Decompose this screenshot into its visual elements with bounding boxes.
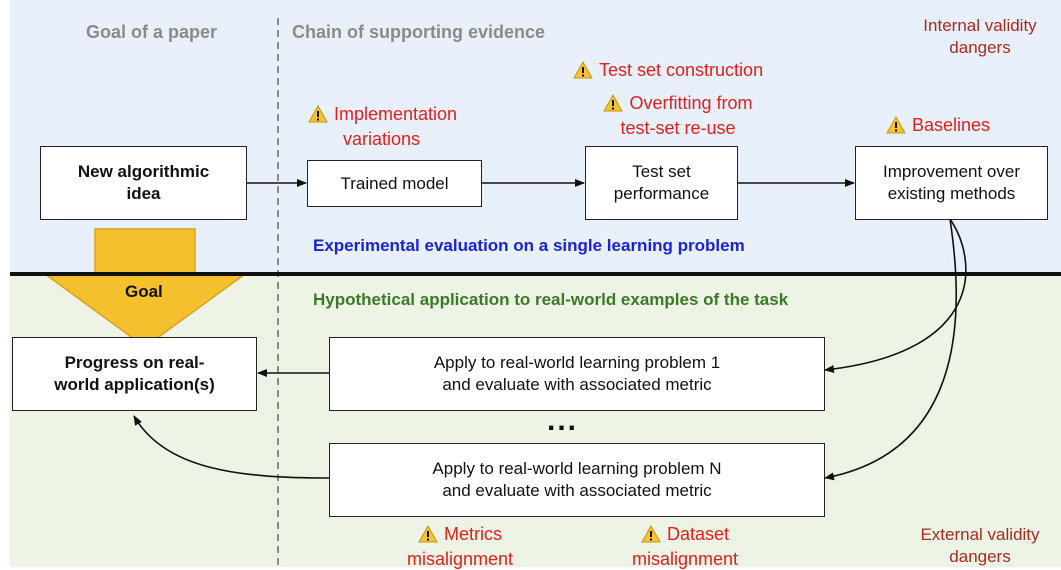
overfitting-danger: Overfitting from test-set re-use [588, 92, 768, 139]
warning-icon [308, 104, 328, 128]
warning-icon [603, 93, 624, 117]
top-region-background [10, 0, 1061, 273]
arrow-applyN-to-progress [133, 415, 330, 479]
test-set-danger: Test set construction [573, 59, 763, 84]
region-separator [10, 272, 1061, 276]
warning-icon [886, 115, 906, 139]
goal-arrow-label: Goal [125, 282, 163, 301]
ellipsis: ... [547, 404, 579, 437]
trained-model-box: Trained model [307, 160, 482, 207]
arrow-improvement-to-applyN [824, 218, 958, 481]
dataset-danger: Dataset misalignment [631, 524, 739, 569]
metrics-danger: Metrics misalignment [406, 524, 514, 569]
chain-header: Chain of supporting evidence [292, 22, 546, 42]
warning-icon [641, 524, 661, 548]
implementation-danger: Implementation variations [308, 103, 457, 150]
progress-box: Progress on real-world application(s) [12, 337, 257, 411]
baselines-danger: Baselines [886, 114, 990, 139]
warning-icon [573, 60, 593, 84]
hypothetical-section-label: Hypothetical application to real-world e… [313, 290, 789, 309]
warning-icon [418, 524, 438, 548]
arrow-improvement-to-apply1 [824, 218, 967, 373]
goal-header: Goal of a paper [86, 22, 218, 42]
experimental-section-label: Experimental evaluation on a single lear… [313, 236, 745, 255]
bottom-region-background [10, 276, 1061, 567]
